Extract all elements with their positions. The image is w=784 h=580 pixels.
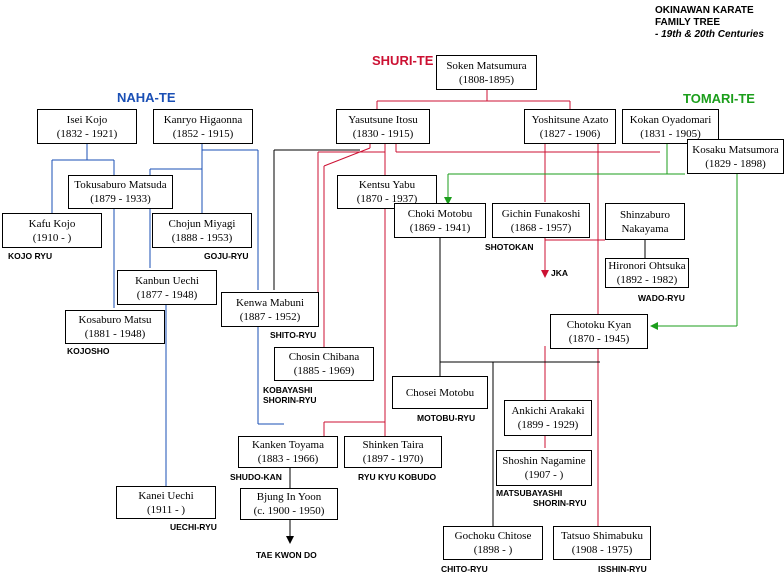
tomari-te-heading: TOMARI-TE	[683, 91, 755, 106]
person-chosin-chibana: Chosin Chibana(1885 - 1969)	[274, 347, 374, 381]
title-line-1: OKINAWAN KARATE	[655, 5, 754, 16]
naha-te-heading: NAHA-TE	[117, 90, 176, 105]
style-wado-ryu: WADO-RYU	[638, 293, 685, 303]
person-shoshin-nagamine: Shoshin Nagamine(1907 - )	[496, 450, 592, 486]
person-ankichi-arakaki: Ankichi Arakaki(1899 - 1929)	[504, 400, 592, 436]
person-kenwa-mabuni: Kenwa Mabuni(1887 - 1952)	[221, 292, 319, 327]
person-shinken-taira: Shinken Taira(1897 - 1970)	[344, 436, 442, 468]
style-shotokan: SHOTOKAN	[485, 242, 534, 252]
person-kanei-uechi: Kanei Uechi(1911 - )	[116, 486, 216, 519]
title-line-3: - 19th & 20th Centuries	[655, 29, 764, 40]
person-gochoku-chitose: Gochoku Chitose(1898 - )	[443, 526, 543, 560]
person-kanken-toyama: Kanken Toyama(1883 - 1966)	[238, 436, 338, 468]
person-bjung-in-yoon: Bjung In Yoon(c. 1900 - 1950)	[240, 488, 338, 520]
person-kafu-kojo: Kafu Kojo(1910 - )	[2, 213, 102, 248]
person-kanryo-higaonna: Kanryo Higaonna(1852 - 1915)	[153, 109, 253, 144]
style-jka: JKA	[551, 268, 569, 278]
person-chojun-miyagi: Chojun Miyagi(1888 - 1953)	[152, 213, 252, 248]
person-choki-motobu: Choki Motobu(1869 - 1941)	[394, 203, 486, 238]
chart-title: OKINAWAN KARATE FAMILY TREE - 19th & 20t…	[655, 5, 764, 41]
person-hironori-ohtsuka: Hironori Ohtsuka(1892 - 1982)	[605, 258, 689, 288]
style-shito-ryu: SHITO-RYU	[270, 330, 317, 340]
person-chotoku-kyan: Chotoku Kyan(1870 - 1945)	[550, 314, 648, 349]
style-motobu-ryu: MOTOBU-RYU	[417, 413, 476, 423]
style-chito-ryu: CHITO-RYU	[441, 564, 488, 574]
person-yoshitsune-azato: Yoshitsune Azato(1827 - 1906)	[524, 109, 616, 144]
person-tokusaburo-matsuda: Tokusaburo Matsuda(1879 - 1933)	[68, 175, 173, 209]
style-uechi-ryu: UECHI-RYU	[170, 522, 217, 532]
person-kosaburo-matsu: Kosaburo Matsu(1881 - 1948)	[65, 310, 165, 344]
person-gichin-funakoshi: Gichin Funakoshi(1868 - 1957)	[492, 203, 590, 238]
person-kokan-oyadomari: Kokan Oyadomari(1831 - 1905)	[622, 109, 719, 144]
person-soken-matsumura: Soken Matsumura(1808-1895)	[436, 55, 537, 90]
style-kojosho: KOJOSHO	[67, 346, 110, 356]
title-line-2: FAMILY TREE	[655, 17, 721, 28]
person-kosaku-matsumora: Kosaku Matsumora(1829 - 1898)	[687, 139, 784, 174]
style-ryu-kyu-kobudo: RYU KYU KOBUDO	[358, 472, 437, 482]
style-tae-kwon-do: TAE KWON DO	[256, 550, 317, 560]
shuri-te-heading: SHURI-TE	[372, 53, 434, 68]
style-kojo-ryu: KOJO RYU	[8, 251, 53, 261]
person-isei-kojo: Isei Kojo(1832 - 1921)	[37, 109, 137, 144]
person-tatsuo-shimabuku: Tatsuo Shimabuku(1908 - 1975)	[553, 526, 651, 560]
person-chosei-motobu: Chosei Motobu	[392, 376, 488, 409]
style-goju-ryu: GOJU-RYU	[204, 251, 249, 261]
person-kanbun-uechi: Kanbun Uechi(1877 - 1948)	[117, 270, 217, 305]
style-shudo-kan: SHUDO-KAN	[230, 472, 282, 482]
style-isshin-ryu: ISSHIN-RYU	[598, 564, 647, 574]
person-yasutsune-itosu: Yasutsune Itosu(1830 - 1915)	[336, 109, 430, 144]
